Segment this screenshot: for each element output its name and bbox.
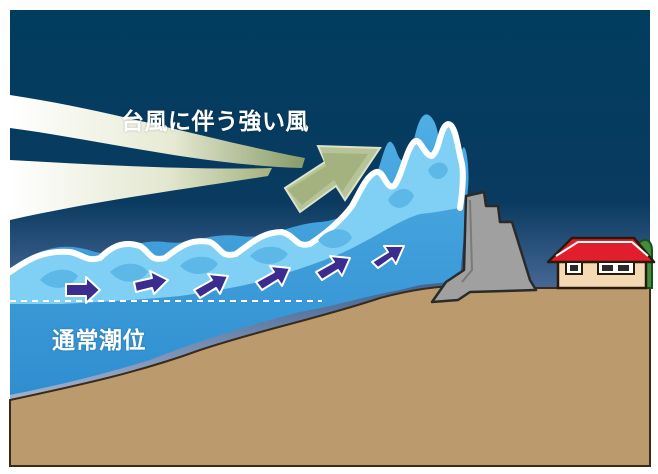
wave-shadows bbox=[40, 162, 448, 288]
normal-tide-label: 通常潮位 bbox=[52, 328, 146, 354]
wind-streak-1 bbox=[10, 95, 305, 168]
current-arrow-1 bbox=[65, 276, 101, 304]
current-arrow-4 bbox=[255, 265, 291, 291]
current-arrow-5 bbox=[315, 255, 351, 281]
house bbox=[546, 236, 656, 290]
wave-crest bbox=[10, 124, 463, 304]
wind-label: 台風に伴う強い風 bbox=[121, 109, 309, 135]
wind-streak-2 bbox=[10, 160, 272, 220]
current-arrow-3 bbox=[193, 273, 229, 299]
wave-foam bbox=[7, 121, 466, 275]
current-arrow-6 bbox=[371, 245, 405, 269]
wind-streaks bbox=[10, 95, 382, 220]
current-arrow-2 bbox=[133, 270, 169, 295]
seawall bbox=[430, 190, 538, 304]
wind-arrow-core bbox=[288, 153, 368, 205]
current-arrows bbox=[65, 245, 405, 304]
